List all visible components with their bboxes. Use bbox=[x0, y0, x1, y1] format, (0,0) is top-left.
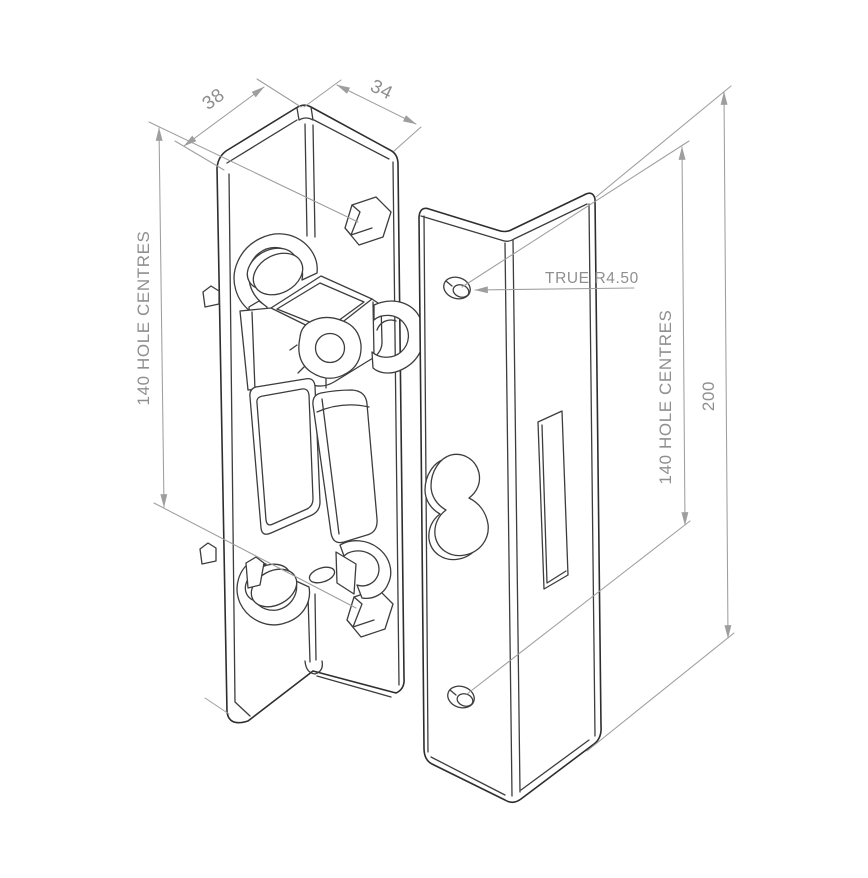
cylinder-cutout bbox=[424, 453, 489, 561]
radius-callout: TRUE R4.50 bbox=[474, 270, 639, 294]
dim-34-label: 34 bbox=[367, 76, 396, 105]
edge-tab-top bbox=[202, 285, 220, 308]
latch-mechanism bbox=[199, 233, 425, 626]
dim-38-label: 38 bbox=[199, 84, 229, 114]
bottom-block bbox=[335, 551, 357, 595]
hex-cutout-bottom bbox=[346, 588, 394, 638]
dim-left-hole-centres-label: 140 HOLE CENTRES bbox=[134, 231, 153, 406]
keep-plate-fold-line bbox=[504, 239, 521, 797]
edge-tab-bottom bbox=[199, 542, 217, 565]
extension-lines bbox=[148, 78, 735, 752]
keep-plate-part bbox=[418, 192, 602, 804]
guide-block-recess bbox=[256, 388, 314, 526]
collar-ring bbox=[298, 316, 362, 379]
left-bracket-fold-line bbox=[304, 123, 323, 675]
radius-callout-label: TRUE R4.50 bbox=[545, 270, 639, 287]
dim-200-label: 200 bbox=[699, 381, 718, 411]
dimension-34: 34 bbox=[336, 76, 417, 125]
guide-block bbox=[249, 378, 321, 535]
pivot-pad bbox=[308, 566, 336, 584]
dimension-left-hole-centres: 140 HOLE CENTRES bbox=[134, 127, 168, 508]
hex-cutout-top bbox=[344, 196, 392, 246]
cylinder-face bbox=[252, 252, 304, 296]
boss-wedge-bottom bbox=[245, 556, 265, 589]
screw-hole-top bbox=[443, 276, 471, 300]
dimension-200: 200 bbox=[699, 91, 732, 639]
bottom-hook bbox=[339, 540, 392, 600]
latch-slot bbox=[537, 410, 569, 590]
collar-bore bbox=[314, 332, 346, 364]
dim-right-hole-centres-label: 140 HOLE CENTRES bbox=[656, 310, 675, 485]
latch-body-part bbox=[199, 104, 425, 724]
dimension-right-hole-centres: 140 HOLE CENTRES bbox=[656, 146, 689, 526]
keep-plate-outline bbox=[418, 192, 602, 804]
latch-bar bbox=[312, 389, 378, 544]
